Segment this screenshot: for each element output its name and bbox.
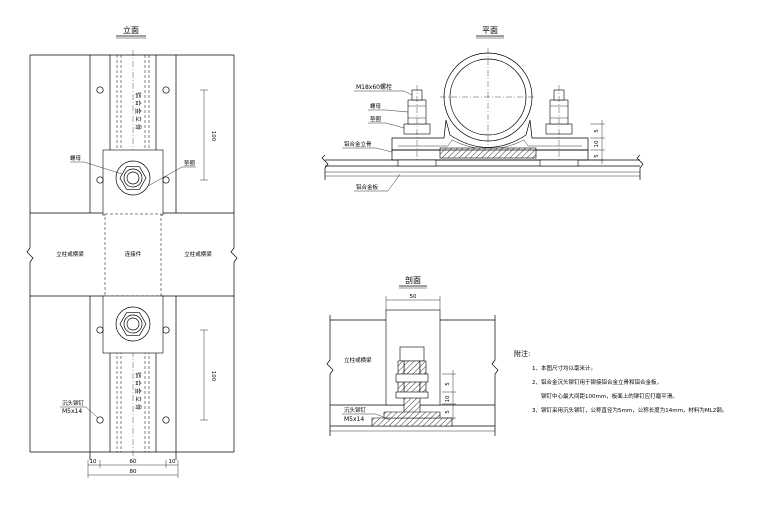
plan-bolt-label: M18x60螺栓 xyxy=(356,83,392,91)
notes-heading: 附注: xyxy=(514,349,530,358)
section-beam-label: 立柱或横梁 xyxy=(344,356,372,364)
plan-dim-3: 5 xyxy=(594,154,600,158)
section-dim-top: 50 xyxy=(410,294,417,300)
mullion-label-upper: 铝合金立骨 xyxy=(134,92,142,132)
dim-b1: 10 xyxy=(90,459,97,465)
rivet-callout-2: M5x14 xyxy=(62,408,82,415)
plan-nut-label: 螺母 xyxy=(370,102,382,110)
plan-dim-2: 10 xyxy=(594,140,600,147)
notes-block: 附注: 1、本图尺寸均以毫米计。 2、铝合金沉头铆钉用于铆接铝合金立骨和铝合金板… xyxy=(514,349,727,414)
plan-title: 平面 xyxy=(482,26,498,35)
section-rivet-label-2: M5x14 xyxy=(344,416,364,423)
note-1: 1、本图尺寸均以毫米计。 xyxy=(532,364,596,372)
mullion-label-lower: 铝合金立骨 xyxy=(134,372,142,412)
dim-total: 80 xyxy=(130,469,137,475)
nut-callout: 螺母 xyxy=(70,154,82,162)
dim-b3: 10 xyxy=(169,459,176,465)
beam-label-right: 立柱或横梁 xyxy=(184,250,212,258)
plan-mullion-label: 铝合金立骨 xyxy=(344,140,372,148)
beam-label-left: 立柱或横梁 xyxy=(56,250,84,258)
section-dim-3: 5 xyxy=(445,410,451,414)
elevation-view: 立面 xyxy=(26,25,238,478)
plan-plate-label: 铝合金板 xyxy=(356,183,379,191)
section-dim-1: 5 xyxy=(445,382,451,386)
note-3: 3、铆钉采用沉头铆钉，公称直径为5mm，公称长度为14mm，材料为ML2钢。 xyxy=(532,406,727,414)
section-rivet-label-1: 沉头铆钉 xyxy=(344,406,367,414)
connector-label: 连接件 xyxy=(125,250,142,258)
plan-view: 平面 M xyxy=(321,26,644,192)
note-2-cont: 铆钉中心最大间距100mm，板面上的铆钉应打磨平滑。 xyxy=(541,392,678,400)
section-view: 剖面 50 5 10 5 xyxy=(326,275,499,436)
dim-b2: 60 xyxy=(130,459,137,465)
dim-lower: 100 xyxy=(210,371,216,382)
plan-washer-label: 垫圈 xyxy=(370,115,382,123)
note-2: 2、铝合金沉头铆钉用于铆接铝合金立骨和铝合金板， xyxy=(532,378,662,386)
dim-upper: 100 xyxy=(210,131,216,142)
section-dim-2: 10 xyxy=(445,395,451,402)
washer-callout: 垫圈 xyxy=(184,159,196,167)
rivet-callout-1: 沉头铆钉 xyxy=(62,399,85,407)
plan-dim-1: 5 xyxy=(594,129,600,133)
section-title: 剖面 xyxy=(405,275,421,285)
elevation-title: 立面 xyxy=(123,25,139,35)
